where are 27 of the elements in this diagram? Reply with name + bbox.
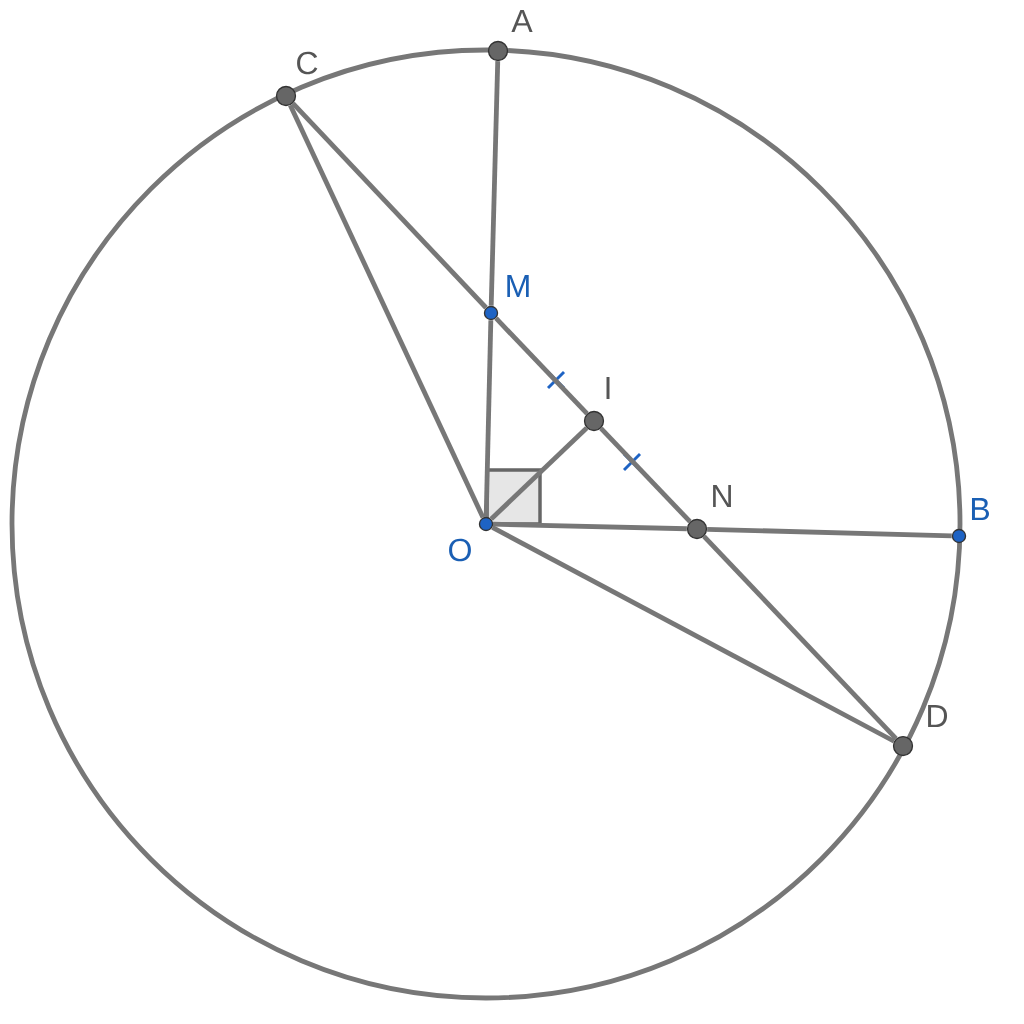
line-segment: [494, 316, 589, 416]
point: M: [483, 275, 529, 321]
line-segment: [491, 525, 896, 744]
line-segment: [707, 526, 952, 539]
node-label: C: [297, 51, 318, 75]
point: O: [449, 516, 494, 562]
node-label: A: [511, 9, 533, 33]
line-segment: [702, 534, 898, 741]
line-segment: [291, 101, 488, 310]
node-label: I: [606, 376, 610, 400]
line-segment: [489, 426, 589, 521]
line-segment: [483, 320, 494, 517]
point: D: [892, 705, 948, 757]
line-segment: [599, 426, 692, 524]
point: B: [951, 498, 989, 544]
line-segment: [488, 61, 501, 306]
node-label: M: [507, 274, 529, 298]
point: I: [583, 377, 610, 432]
line-segment: [493, 521, 687, 532]
line-segment: [288, 104, 486, 519]
node-label: N: [713, 484, 731, 508]
point: A: [487, 10, 533, 62]
point: N: [686, 485, 731, 540]
node-label: D: [928, 705, 948, 728]
node-label: B: [971, 497, 989, 521]
point: C: [275, 51, 318, 107]
node-label: O: [449, 538, 471, 562]
